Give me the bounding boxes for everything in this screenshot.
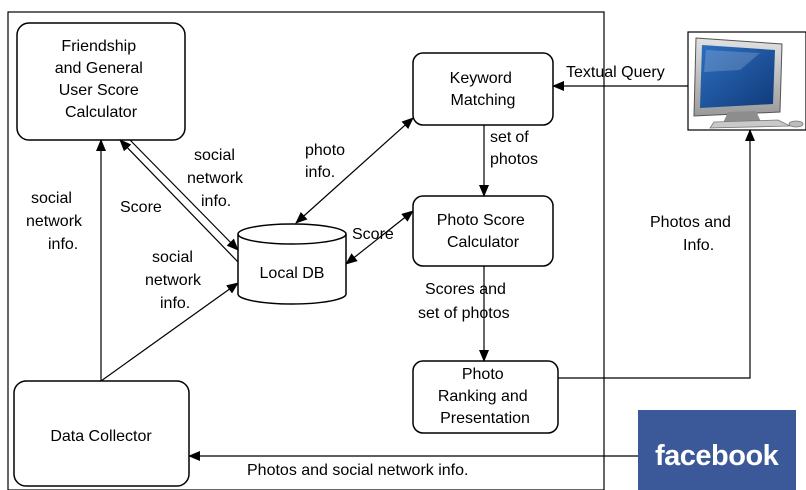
edge-score-photo (345, 210, 414, 265)
keyword-line-1: Keyword (450, 70, 512, 87)
label-photos-social: Photos and social network info. (247, 462, 468, 479)
svg-text:Friendship and General: Friendship and General User Score Calcul… (55, 38, 148, 121)
system-boundary (7, 11, 605, 490)
svg-text:Photo Ranking and: Photo Ranking and Presentation (438, 366, 532, 427)
label-social-friend: social network info. (187, 147, 247, 210)
ranking-line-2: Ranking and (438, 388, 528, 405)
photo-ranking-node: Photo Ranking and Presentation (412, 360, 559, 434)
label-textual-query: Textual Query (566, 64, 665, 81)
local-db-label: Local DB (260, 265, 325, 282)
label-social-left: social network info. (26, 190, 86, 253)
local-db-node: Local DB (237, 223, 347, 305)
edge-social-db (100, 282, 239, 382)
photo-score-line-1: Photo Score (437, 212, 525, 229)
label-social-db: social network info. (145, 249, 205, 312)
edge-social-friend (129, 139, 239, 251)
facebook-wordmark: facebook (655, 440, 780, 472)
friendship-score-calculator-node: Friendship and General User Score Calcul… (16, 22, 186, 141)
photo-score-calculator-node: Photo Score Calculator (412, 195, 554, 267)
friendship-line-4: Calculator (65, 104, 138, 121)
edge-photo-info (295, 117, 414, 224)
data-collector-label: Data Collector (50, 428, 152, 445)
label-scores-set: Scores and set of photos (418, 281, 510, 322)
label-photo-info: photo info. (305, 142, 350, 181)
data-collector-node: Data Collector (13, 380, 190, 487)
friendship-line-2: and General (55, 60, 143, 77)
photo-score-line-2: Calculator (447, 234, 520, 251)
ranking-line-1: Photo (462, 366, 504, 383)
edge-photos-info (558, 129, 755, 379)
svg-text:Keyword Matching: Keyword Matching (450, 70, 517, 109)
label-score-friend: Score (120, 199, 162, 216)
computer-icon (687, 31, 806, 131)
label-score-photo: Score (352, 226, 394, 243)
label-photos-info: Photos and Info. (650, 214, 735, 254)
keyword-matching-node: Keyword Matching (412, 52, 554, 126)
ranking-line-3: Presentation (440, 410, 530, 427)
keyword-line-2: Matching (451, 92, 516, 109)
edge-score-friend (119, 139, 239, 263)
friendship-line-3: User Score (59, 82, 139, 99)
friendship-line-1: Friendship (61, 38, 136, 55)
svg-text:Photo Score Calculator: Photo Score Calculator (437, 212, 530, 251)
facebook-logo: facebook (638, 410, 796, 490)
